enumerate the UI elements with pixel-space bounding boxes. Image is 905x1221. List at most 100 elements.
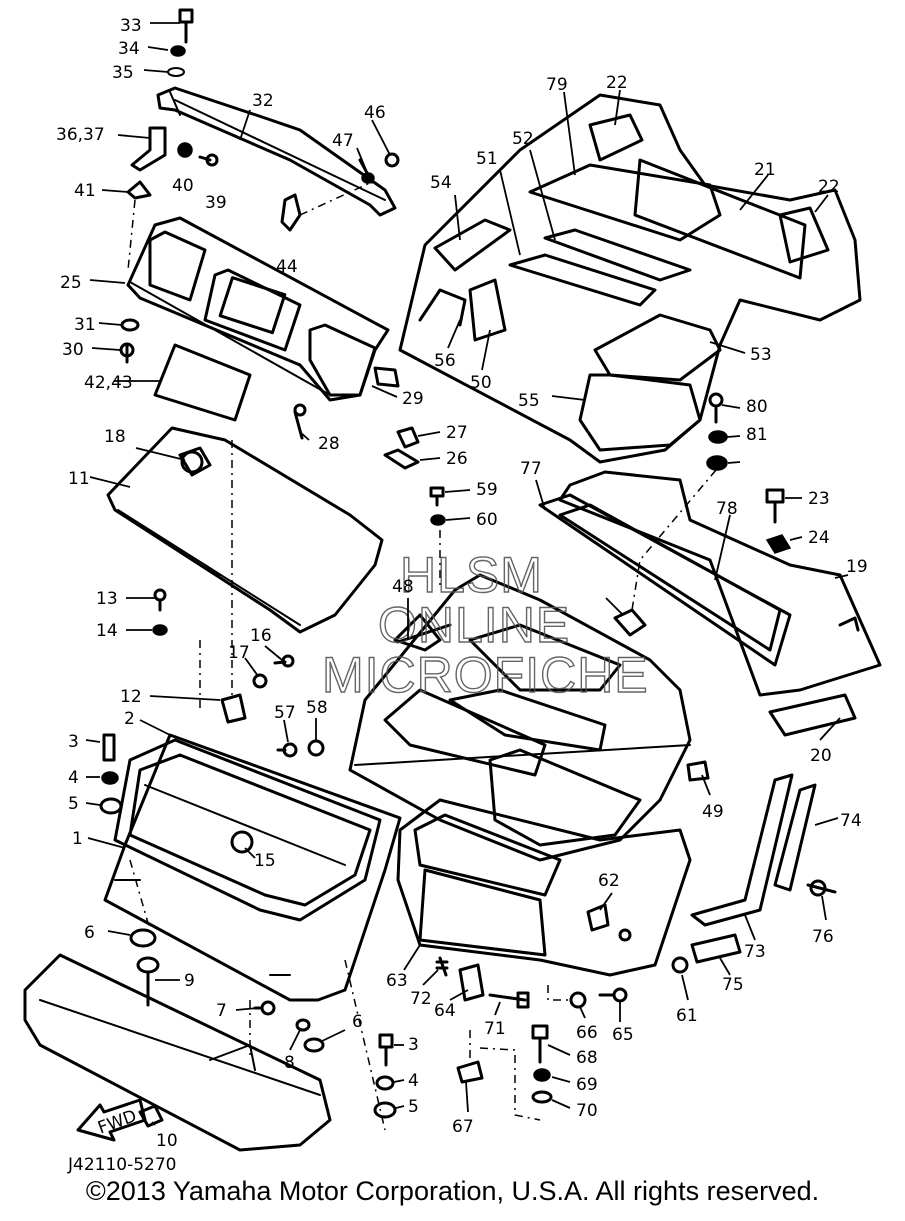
cap-59 — [671, 956, 689, 974]
callout-79: 81 — [746, 425, 768, 445]
washer-35 — [167, 67, 185, 77]
grommet-39 — [177, 142, 193, 158]
callout-39: 40 — [172, 176, 194, 196]
callout-22: 22 — [606, 73, 628, 93]
grommet-17 — [252, 673, 268, 689]
bolt-23 — [765, 488, 785, 524]
nut-67 — [533, 1068, 551, 1082]
outer-cover-19 — [538, 470, 882, 697]
callout-70: 72 — [410, 989, 432, 1009]
latch-42-43 — [280, 193, 302, 232]
callout-74: 76 — [812, 927, 834, 947]
watermark-line-1: HLSM — [400, 547, 543, 603]
callout-60: 62 — [598, 871, 620, 891]
bolt-78 — [708, 392, 724, 424]
watermark: HLSM ONLINE MICROFICHE — [321, 546, 648, 703]
callout-68: 70 — [576, 1101, 598, 1121]
drawing-code: J42110-5270 — [67, 1155, 177, 1175]
callout-27: 27 — [446, 423, 468, 443]
callout-17: 17 — [228, 643, 250, 663]
callout-36-37: 36,37 — [56, 125, 105, 145]
bolt-55 — [276, 742, 298, 758]
bracket-12 — [220, 693, 247, 724]
callout-71: 73 — [744, 942, 766, 962]
screw-57 — [429, 486, 445, 507]
nut-4b — [375, 1075, 395, 1091]
trunk-body-1 — [103, 733, 402, 1002]
callout-52: 54 — [430, 173, 452, 193]
fwd-arrow-icon: FWD — [76, 1098, 147, 1142]
callout-41: 42,43 — [84, 373, 133, 393]
inner-panel-25 — [126, 216, 390, 402]
callout-18: 18 — [104, 427, 126, 447]
cushion-27 — [396, 426, 420, 449]
bolt-3 — [102, 733, 116, 762]
screw-16 — [273, 654, 295, 668]
callout-26: 26 — [446, 449, 468, 469]
callout-8: 8 — [284, 1053, 295, 1073]
screw-63 — [598, 987, 628, 1003]
callout-13: 13 — [96, 589, 118, 609]
washer-5 — [99, 797, 123, 815]
callout-64: 66 — [576, 1023, 598, 1043]
washer-31 — [120, 318, 140, 332]
callout-3: 3 — [68, 732, 79, 752]
bracket-62 — [458, 963, 485, 1002]
plate-73 — [690, 933, 742, 964]
callout-5: 5 — [68, 794, 79, 814]
callout-61: 63 — [386, 971, 408, 991]
bolt-30 — [119, 342, 135, 364]
callout-6b: 6 — [352, 1012, 363, 1032]
hinge-26 — [383, 448, 420, 470]
callout-50: 52 — [512, 129, 534, 149]
spring-70 — [435, 956, 449, 977]
callout-25: 25 — [60, 273, 82, 293]
fastener-74 — [806, 879, 837, 897]
trim-20 — [768, 693, 857, 737]
callout-22b: 22 — [818, 177, 840, 197]
callout-62: 64 — [434, 1001, 456, 1021]
bolt-3b — [378, 1033, 394, 1067]
callout-46: 48 — [392, 577, 414, 597]
callout-10: 10 — [156, 1131, 178, 1151]
callout-53: 55 — [518, 391, 540, 411]
callout-9: 9 — [184, 971, 195, 991]
callout-30: 30 — [62, 340, 84, 360]
nut-64 — [569, 991, 587, 1009]
callout-12: 12 — [120, 687, 142, 707]
washer-58 — [430, 514, 446, 526]
callout-24: 24 — [808, 528, 830, 548]
callout-3b: 3 — [408, 1035, 419, 1055]
callout-34: 34 — [118, 39, 140, 59]
clip-81 — [613, 608, 647, 637]
callout-54: 56 — [434, 351, 456, 371]
callout-4b: 4 — [408, 1071, 419, 1091]
bolt-13 — [153, 588, 167, 612]
callout-67: 69 — [576, 1075, 598, 1095]
callout-76: 78 — [716, 499, 738, 519]
callout-56: 58 — [306, 698, 328, 718]
callout-labels: 33 34 35 36,37 32 46 47 40 39 41 44 25 3… — [56, 16, 868, 1175]
callout-23: 23 — [808, 489, 830, 509]
callout-38: 39 — [205, 193, 227, 213]
washer-6b — [303, 1037, 325, 1053]
callout-1: 1 — [72, 829, 83, 849]
callout-31: 31 — [74, 315, 96, 335]
callout-5b: 5 — [408, 1097, 419, 1117]
trunk-liner — [398, 93, 862, 464]
callout-66: 68 — [576, 1048, 598, 1068]
washer-68 — [531, 1090, 553, 1104]
clip-40 — [126, 180, 152, 200]
screw-44 — [384, 152, 400, 168]
lower-tray — [396, 798, 692, 977]
callout-65: 67 — [452, 1117, 474, 1137]
bolt-66 — [531, 1024, 549, 1064]
callout-6: 6 — [84, 923, 95, 943]
callout-35: 35 — [112, 63, 134, 83]
callout-2: 2 — [124, 709, 135, 729]
rubber-mount-6 — [129, 928, 160, 974]
grommet-56 — [307, 739, 325, 757]
callout-14: 14 — [96, 621, 118, 641]
